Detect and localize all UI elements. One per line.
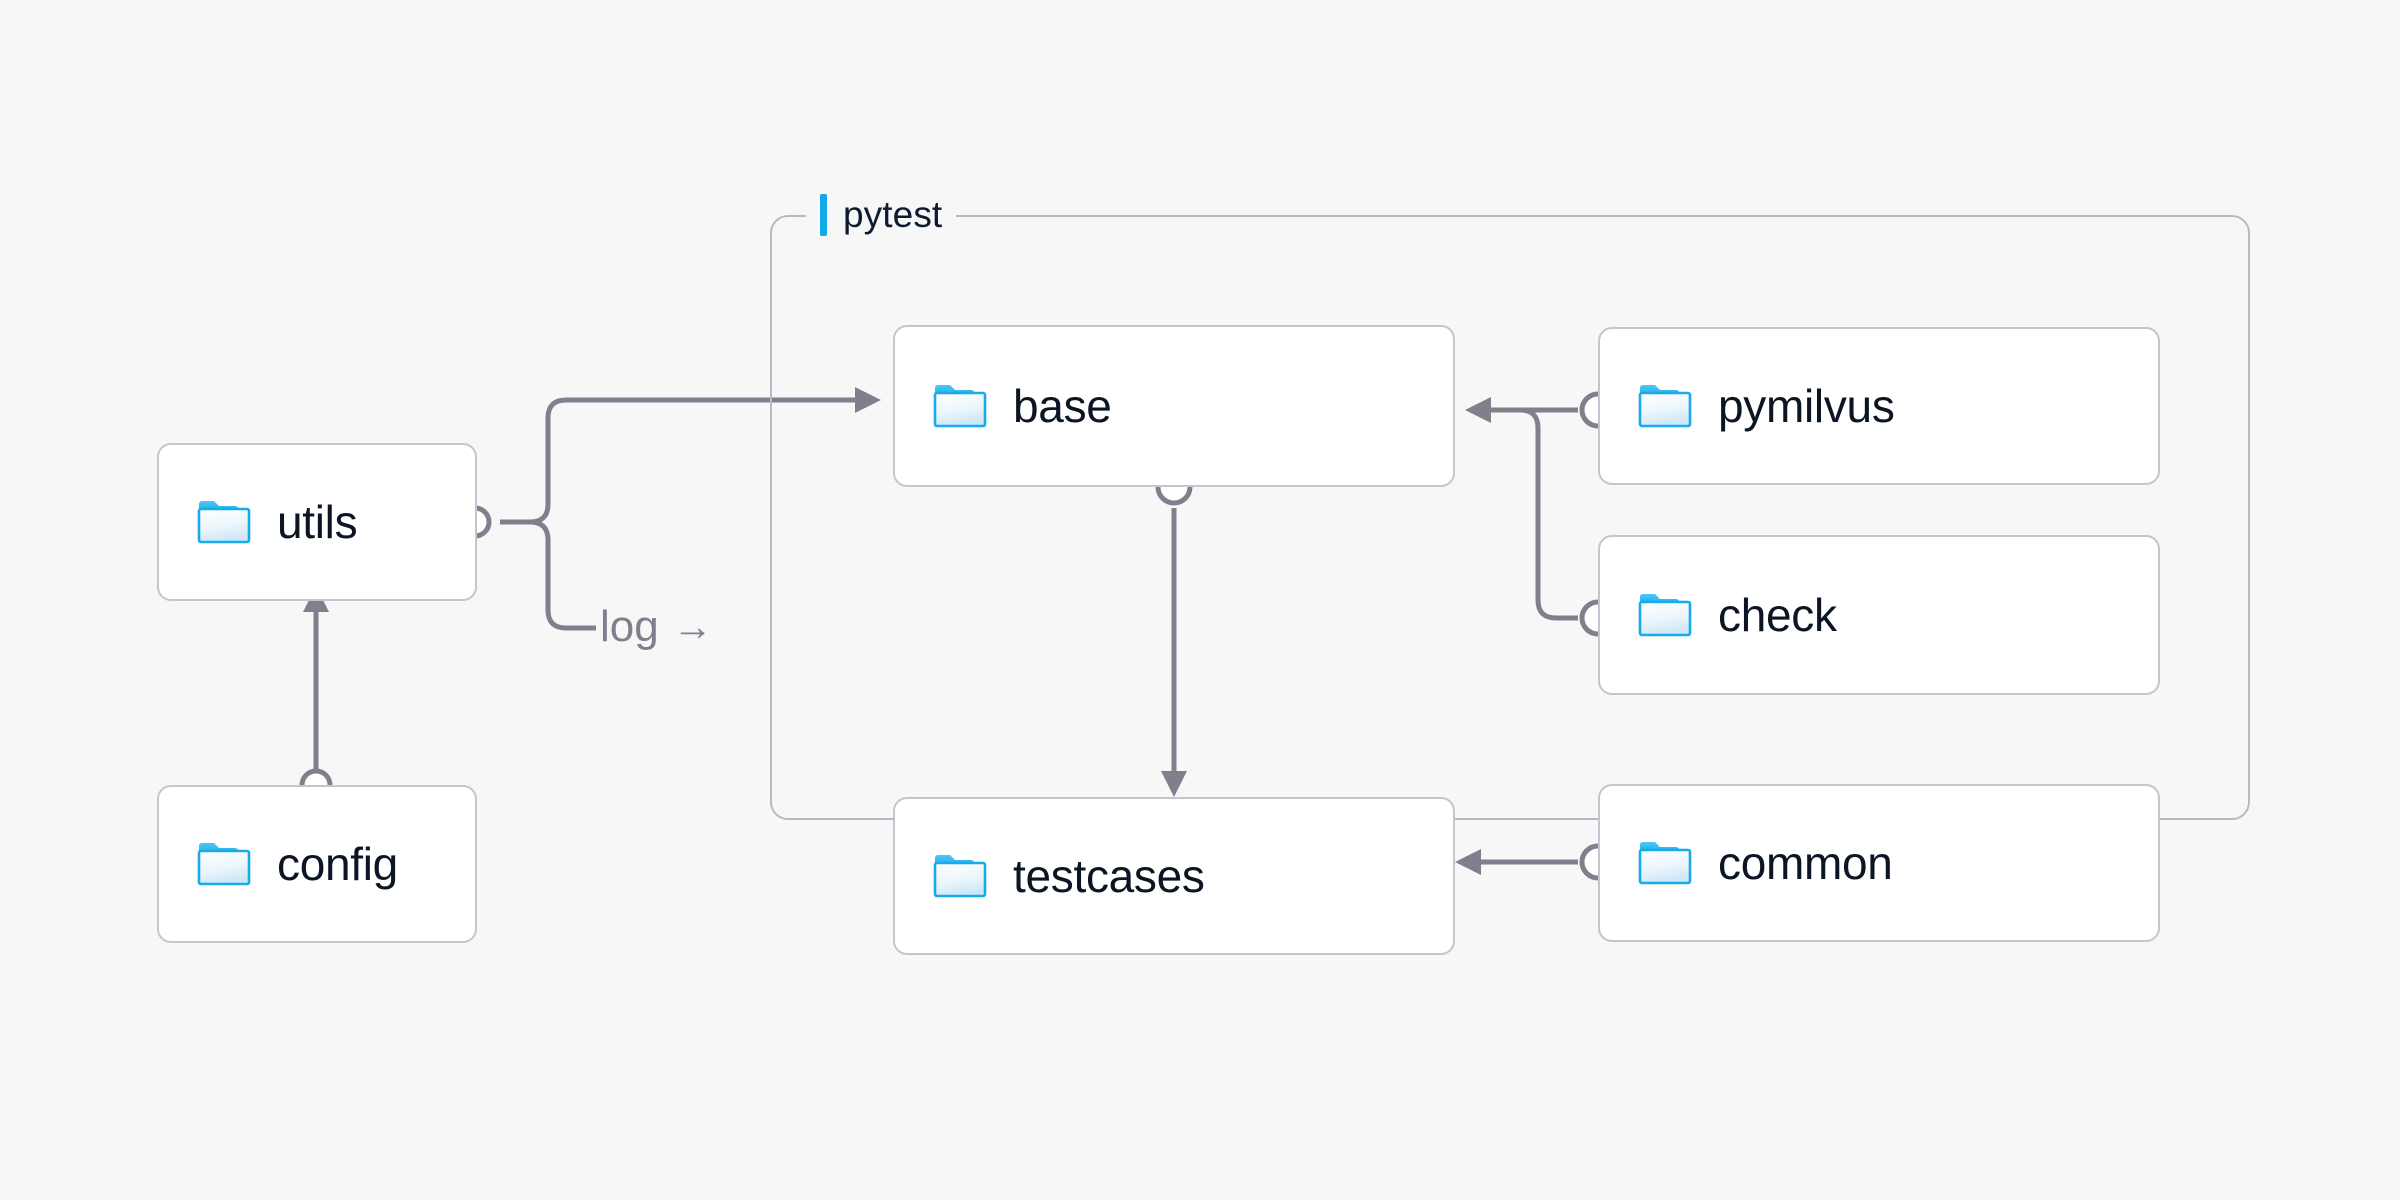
group-accent-bar bbox=[820, 194, 827, 236]
group-pytest-title: pytest bbox=[806, 194, 957, 236]
node-common[interactable]: common bbox=[1598, 784, 2160, 942]
group-title-label: pytest bbox=[843, 194, 943, 235]
node-base-label: base bbox=[1013, 380, 1112, 432]
node-utils[interactable]: utils bbox=[157, 443, 477, 601]
folder-icon bbox=[1638, 385, 1692, 428]
node-check[interactable]: check bbox=[1598, 535, 2160, 695]
node-utils-label: utils bbox=[277, 496, 358, 548]
edge-label-log-text: log bbox=[600, 602, 659, 651]
node-testcases[interactable]: testcases bbox=[893, 797, 1455, 955]
node-pymilvus-label: pymilvus bbox=[1718, 380, 1895, 432]
node-common-label: common bbox=[1718, 837, 1893, 889]
folder-icon bbox=[197, 843, 251, 886]
edge-label-log: log → bbox=[600, 602, 713, 652]
folder-icon bbox=[1638, 594, 1692, 637]
edge-utils-to-log bbox=[500, 519, 596, 631]
arrow-right-icon: → bbox=[672, 605, 713, 649]
node-config[interactable]: config bbox=[157, 785, 477, 943]
group-pytest bbox=[770, 215, 2250, 820]
node-testcases-label: testcases bbox=[1013, 850, 1205, 902]
folder-icon bbox=[1638, 842, 1692, 885]
folder-icon bbox=[933, 385, 987, 428]
node-check-label: check bbox=[1718, 589, 1837, 641]
arrowhead-testcases-right bbox=[1455, 849, 1481, 875]
node-pymilvus[interactable]: pymilvus bbox=[1598, 327, 2160, 485]
folder-icon bbox=[197, 501, 251, 544]
folder-icon bbox=[933, 855, 987, 898]
node-config-label: config bbox=[277, 838, 398, 890]
node-base[interactable]: base bbox=[893, 325, 1455, 487]
